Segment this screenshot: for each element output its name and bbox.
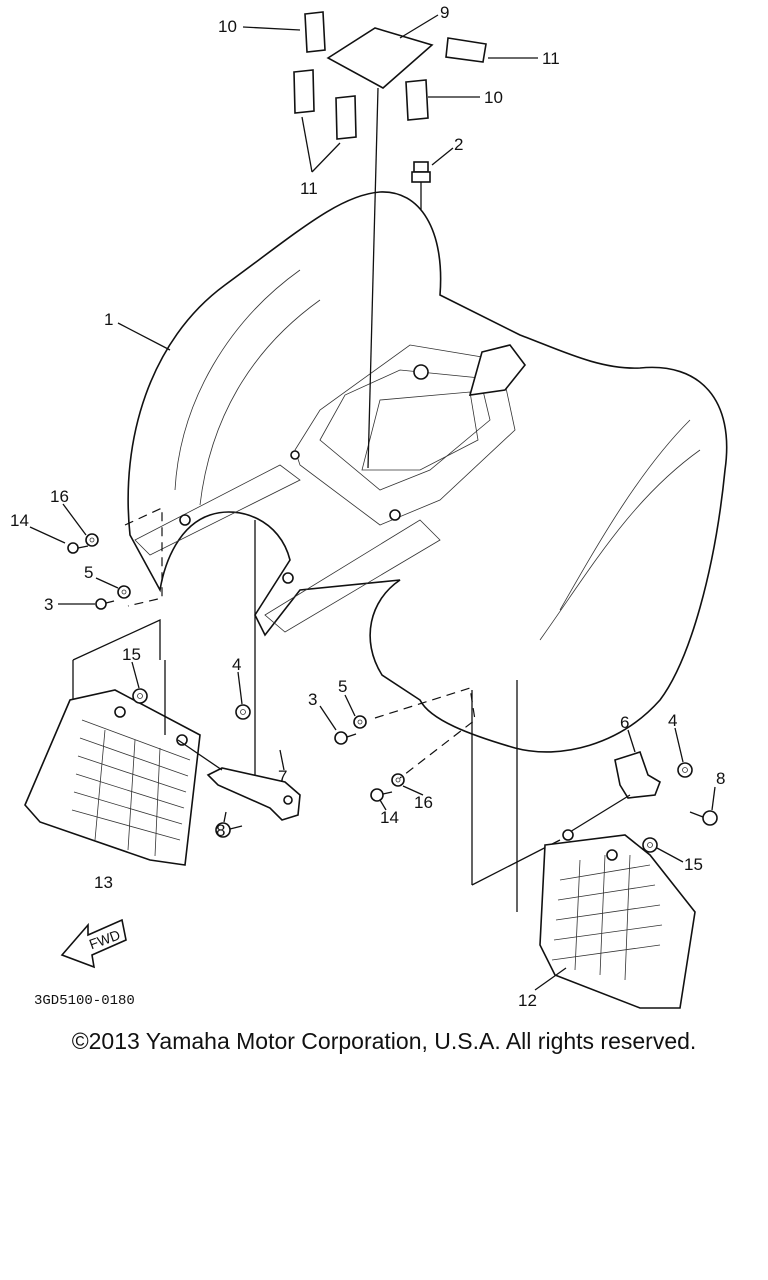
part-14-bolt-left: [67, 542, 89, 554]
callout-10: 10: [218, 17, 237, 36]
part-8-bolt-right: [689, 810, 718, 826]
part-11-pad-b: [335, 95, 357, 140]
part-6-bracket: [614, 751, 661, 799]
callout-15: 15: [122, 645, 141, 664]
callout-numbers: 10 9 11 10 11 2 1 16 14 5 3 15 4 3 5 7 8…: [10, 3, 725, 1010]
callout-2: 2: [454, 135, 463, 154]
callout-11: 11: [542, 49, 560, 68]
callout-13: 13: [94, 873, 113, 892]
part-15-nut-left: [132, 688, 148, 704]
part-11-pad-c: [445, 37, 487, 63]
callout-16: 16: [414, 793, 433, 812]
part-13-mud-guard-left: [24, 689, 201, 866]
part-16-washer-center: [391, 773, 405, 787]
part-8-bolt-left: [215, 822, 243, 838]
callout-4: 4: [668, 711, 677, 730]
callout-6: 6: [620, 713, 629, 732]
callout-3: 3: [44, 595, 53, 614]
part-5-nut-left: [117, 585, 131, 599]
leader-lines: [29, 14, 716, 991]
part-11-pad-a: [293, 69, 315, 114]
part-14-bolt-center: [370, 788, 393, 802]
callout-4: 4: [232, 655, 241, 674]
seat-pads-group: [293, 11, 487, 140]
callout-15: 15: [684, 855, 703, 874]
copyright-notice: ©2013 Yamaha Motor Corporation, U.S.A. A…: [71, 1028, 697, 1054]
callout-9: 9: [440, 3, 449, 22]
part-16-washer-left: [85, 533, 99, 547]
callout-14: 14: [10, 511, 29, 530]
part-12-mud-guard-right: [539, 829, 696, 1009]
callout-3: 3: [308, 690, 317, 709]
part-4-nut-left: [235, 704, 251, 720]
part-3-screw-center: [334, 731, 357, 745]
part-9-pad: [326, 27, 434, 89]
callout-1: 1: [104, 310, 113, 329]
callout-8: 8: [716, 769, 725, 788]
part-10-pad-left: [304, 11, 326, 53]
part-7-bracket: [206, 767, 301, 821]
callout-14: 14: [380, 808, 399, 827]
part-3-screw-left: [95, 598, 115, 610]
callout-11: 11: [300, 179, 318, 198]
part-1-rear-fender: [127, 191, 728, 753]
exploded-parts-diagram: FWD 10 9 11 10 11 2 1 1: [10, 3, 728, 1010]
part-10-pad-right: [405, 79, 429, 121]
part-15-nut-right: [642, 837, 658, 853]
callout-5: 5: [338, 677, 347, 696]
callout-10: 10: [484, 88, 503, 107]
callout-5: 5: [84, 563, 93, 582]
diagram-code: 3GD5100-0180: [34, 993, 135, 1009]
part-4-nut-right: [677, 762, 693, 778]
callout-16: 16: [50, 487, 69, 506]
fwd-arrow: FWD: [60, 918, 127, 969]
part-5-nut-center: [353, 715, 367, 729]
callout-7: 7: [278, 767, 287, 786]
callout-12: 12: [518, 991, 537, 1010]
callout-8: 8: [216, 821, 225, 840]
